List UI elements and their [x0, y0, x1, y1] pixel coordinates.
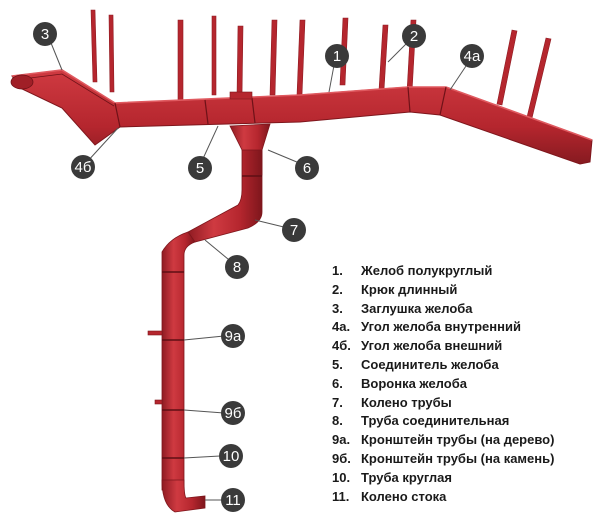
legend-item: 6.Воронка желоба [332, 375, 554, 394]
callout-2: 2 [402, 24, 426, 48]
legend-text: Колено стока [361, 488, 446, 507]
callout-9b-label: 9б [225, 405, 242, 422]
legend-number: 8. [332, 412, 361, 431]
legend-item: 8.Труба соединительная [332, 412, 554, 431]
hook [297, 20, 305, 95]
hook [379, 25, 388, 90]
callout-4a-label: 4а [464, 48, 481, 65]
callout-6: 6 [295, 156, 319, 180]
legend-number: 11. [332, 488, 361, 507]
legend-text: Кронштейн трубы (на камень) [361, 450, 554, 469]
legend-item: 9а.Кронштейн трубы (на дерево) [332, 431, 554, 450]
legend-text: Соединитель желоба [361, 356, 499, 375]
legend-number: 2. [332, 281, 361, 300]
callout-3-label: 3 [41, 26, 49, 43]
hook [497, 30, 517, 105]
callout-4b-label: 4б [75, 159, 92, 176]
callout-4b: 4б [71, 155, 95, 179]
callout-5: 5 [188, 156, 212, 180]
callout-11: 11 [221, 488, 245, 512]
callout-9b: 9б [221, 401, 245, 425]
hook [178, 20, 183, 100]
legend-item: 10.Труба круглая [332, 469, 554, 488]
callout-7-label: 7 [290, 222, 298, 239]
hook [527, 38, 551, 118]
legend-number: 3. [332, 300, 361, 319]
callout-11-label: 11 [225, 492, 241, 509]
hook [91, 10, 97, 82]
callout-1-label: 1 [333, 48, 341, 65]
legend-number: 4б. [332, 337, 361, 356]
legend-number: 7. [332, 394, 361, 413]
hook [109, 15, 114, 92]
legend-number: 10. [332, 469, 361, 488]
legend-item: 2.Крюк длинный [332, 281, 554, 300]
hook [212, 16, 216, 95]
callout-3: 3 [33, 22, 57, 46]
callout-8: 8 [225, 255, 249, 279]
legend-number: 6. [332, 375, 361, 394]
callout-1: 1 [325, 44, 349, 68]
legend-number: 5. [332, 356, 361, 375]
callout-10-label: 10 [223, 448, 240, 465]
callout-8-label: 8 [233, 259, 241, 276]
legend-item: 4б.Угол желоба внешний [332, 337, 554, 356]
legend-item: 5.Соединитель желоба [332, 356, 554, 375]
legend-text: Заглушка желоба [361, 300, 473, 319]
callout-9a-label: 9а [225, 328, 242, 345]
legend-item: 3.Заглушка желоба [332, 300, 554, 319]
legend-item: 1.Желоб полукруглый [332, 262, 554, 281]
callout-4a: 4а [460, 44, 484, 68]
downpipe [148, 124, 270, 512]
legend-number: 9а. [332, 431, 361, 450]
legend-text: Труба соединительная [361, 412, 509, 431]
hook [237, 26, 243, 96]
legend-item: 9б.Кронштейн трубы (на камень) [332, 450, 554, 469]
legend-text: Угол желоба внешний [361, 337, 502, 356]
parts-legend: 1.Желоб полукруглый 2.Крюк длинный 3.Заг… [332, 262, 554, 506]
callout-2-label: 2 [410, 28, 418, 45]
legend-text: Угол желоба внутренний [361, 318, 521, 337]
legend-number: 4а. [332, 318, 361, 337]
legend-text: Кронштейн трубы (на дерево) [361, 431, 554, 450]
legend-item: 4а.Угол желоба внутренний [332, 318, 554, 337]
legend-text: Труба круглая [361, 469, 452, 488]
hook [270, 20, 277, 95]
callout-9a: 9а [221, 324, 245, 348]
callout-6-label: 6 [303, 160, 311, 177]
legend-text: Крюк длинный [361, 281, 457, 300]
legend-item: 11.Колено стока [332, 488, 554, 507]
callout-10: 10 [219, 444, 243, 468]
legend-text: Желоб полукруглый [361, 262, 492, 281]
legend-number: 1. [332, 262, 361, 281]
callout-7: 7 [282, 218, 306, 242]
callout-5-label: 5 [196, 160, 204, 177]
legend-text: Колено трубы [361, 394, 452, 413]
legend-item: 7.Колено трубы [332, 394, 554, 413]
legend-text: Воронка желоба [361, 375, 467, 394]
legend-number: 9б. [332, 450, 361, 469]
